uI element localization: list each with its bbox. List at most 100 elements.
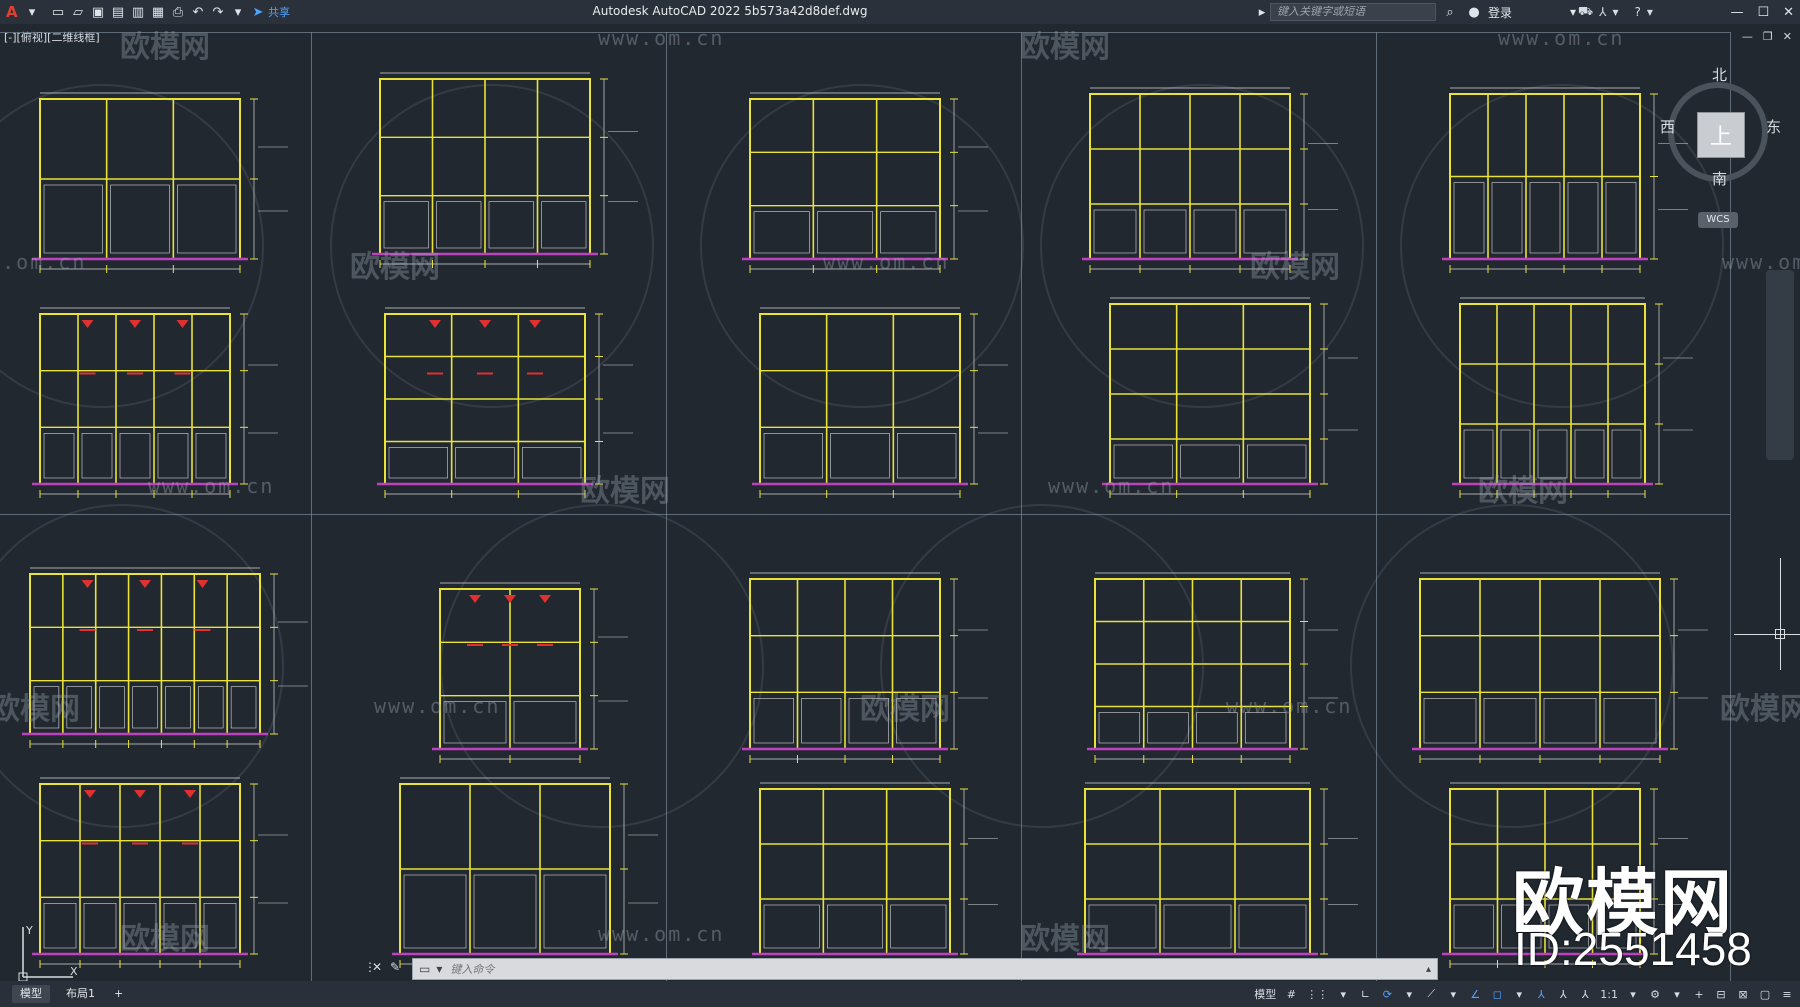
help-dropdown-icon[interactable]: ▾ <box>1646 5 1653 19</box>
command-close-icon[interactable]: ✕ <box>372 960 383 974</box>
watermark-circle <box>1400 84 1724 408</box>
quick-properties-icon[interactable]: ⊠ <box>1738 987 1748 1001</box>
watermark-brand: 欧模网 <box>1478 474 1568 509</box>
elevation-drawing <box>20 560 310 750</box>
watermark-brand: 欧模网 <box>1020 30 1110 65</box>
elevation-drawing <box>430 575 630 765</box>
isodraft-icon[interactable]: ⟋ <box>1427 987 1436 1000</box>
command-customize-icon[interactable]: ✎ <box>390 960 401 974</box>
auto-scale-icon[interactable]: ⅄ <box>1559 987 1567 1001</box>
drawing-restore-icon[interactable]: ❐ <box>1762 30 1773 43</box>
navigation-bar[interactable] <box>1766 270 1794 460</box>
print-icon[interactable]: ⎙ <box>172 4 184 20</box>
menu-chevron-icon[interactable]: ▾ <box>28 4 36 20</box>
elevation-drawing <box>740 565 990 765</box>
scale-dropdown-icon[interactable]: ▾ <box>1630 987 1636 1001</box>
user-icon[interactable]: ● <box>1468 4 1480 20</box>
command-grip-icon[interactable]: ⋮ <box>364 960 376 974</box>
watermark-brand: 欧模网 <box>1250 250 1340 285</box>
view-control-label[interactable]: [-][俯视][二维线框] <box>4 31 100 44</box>
command-input[interactable] <box>442 959 1426 979</box>
search-input[interactable]: 键入关键字或短语 <box>1270 3 1436 21</box>
watermark-circle <box>880 504 1204 828</box>
redo-icon[interactable]: ↷ <box>212 4 224 20</box>
elevation-drawing <box>370 65 640 270</box>
open-folder-icon[interactable]: ▱ <box>73 4 83 20</box>
login-label[interactable]: 登录 <box>1488 5 1513 20</box>
compass-north[interactable]: 北 <box>1712 66 1728 84</box>
elevation-drawing <box>1440 775 1690 970</box>
watermark-url: www.om.cn <box>823 250 950 274</box>
polar-dropdown-icon[interactable]: ▾ <box>1406 987 1413 1001</box>
command-history-icon[interactable]: ▭ <box>419 962 431 976</box>
ucs-icon[interactable]: Y X <box>18 922 78 981</box>
cart-icon[interactable]: ⛟ <box>1578 4 1594 18</box>
search-arrow-icon[interactable]: ▸ <box>1258 4 1266 20</box>
share-label[interactable]: 共享 <box>268 6 290 19</box>
annotation-visibility-icon[interactable]: ⅄ <box>1537 987 1545 1001</box>
annotation-scale-value[interactable]: 1:1 <box>1600 987 1618 1001</box>
command-history-dropdown-icon[interactable]: ▾ <box>436 962 443 976</box>
autodesk-a360-icon[interactable]: ⅄ <box>1599 5 1607 19</box>
snap-icon[interactable]: ⋮⋮ <box>1306 987 1329 1001</box>
maximize-icon[interactable]: ☐ <box>1757 4 1770 20</box>
elevation-drawing <box>750 300 1010 500</box>
workspace-dropdown-icon[interactable]: ▾ <box>1674 987 1680 1001</box>
grid-icon[interactable]: # <box>1286 987 1296 1001</box>
undo-icon[interactable]: ↶ <box>192 4 204 20</box>
drawing-viewport[interactable]: [-][俯视][二维线框] — ❐ ✕ 欧模网 www.om.cn 欧模网 ww… <box>0 24 1800 981</box>
object-snap-dropdown-icon[interactable]: ▾ <box>1516 987 1523 1001</box>
command-expand-icon[interactable]: ▴ <box>1425 963 1431 975</box>
workspace-gear-icon[interactable]: ⚙ <box>1650 987 1660 1001</box>
isodraft-dropdown-icon[interactable]: ▾ <box>1450 987 1457 1001</box>
drawing-close-icon[interactable]: ✕ <box>1782 30 1792 43</box>
search-icon[interactable]: ⌕ <box>1446 4 1454 20</box>
dropdown-chevron-icon[interactable]: ▾ <box>234 4 242 20</box>
wcs-menu-button[interactable]: WCS <box>1698 212 1738 228</box>
object-snap-icon[interactable]: ◻ <box>1492 987 1502 1001</box>
sheet-border-line <box>1376 32 1377 981</box>
units-icon[interactable]: ⊟ <box>1716 987 1726 1001</box>
sheet-border-line <box>0 32 1730 33</box>
elevation-drawing <box>30 85 290 275</box>
sheet-border-line <box>1730 32 1731 981</box>
object-snap-tracking-icon[interactable]: ∠ <box>1470 987 1481 1001</box>
login-dropdown-icon[interactable]: ▾ <box>1570 5 1577 19</box>
clean-screen-icon[interactable]: ▢ <box>1759 987 1771 1001</box>
viewcube-top-face[interactable]: 上 <box>1697 112 1745 158</box>
publish-icon[interactable]: ▦ <box>151 4 165 20</box>
watermark-url: www.om.cn <box>1226 694 1353 718</box>
minimize-icon[interactable]: — <box>1730 4 1744 20</box>
brand-logo-watermark: 欧模网 <box>1512 861 1735 945</box>
model-space-toggle[interactable]: 模型 <box>1254 988 1277 1001</box>
help-icon[interactable]: ? <box>1634 5 1641 19</box>
customize-menu-icon[interactable]: ≡ <box>1782 987 1792 1001</box>
watermark-brand: 欧模网 <box>0 692 80 727</box>
a360-dropdown-icon[interactable]: ▾ <box>1612 5 1619 19</box>
tab-layout1[interactable]: 布局1 <box>66 987 95 1000</box>
plot-preview-icon[interactable]: ▥ <box>131 4 145 20</box>
annotation-scale-icon[interactable]: ⅄ <box>1581 987 1589 1001</box>
compass-west[interactable]: 西 <box>1660 118 1676 136</box>
add-layout-button[interactable]: + <box>114 987 124 1000</box>
close-icon[interactable]: ✕ <box>1783 4 1794 20</box>
share-icon[interactable]: ➤ <box>252 4 264 20</box>
polar-tracking-icon[interactable]: ⟳ <box>1382 987 1392 1001</box>
viewcube-compass-ring[interactable] <box>1668 82 1768 182</box>
elevation-drawing <box>390 770 660 970</box>
save-as-icon[interactable]: ▤ <box>111 4 125 20</box>
viewcube[interactable]: 上 北 南 西 东 WCS <box>1660 64 1782 228</box>
ortho-icon[interactable]: ∟ <box>1360 987 1370 1001</box>
tab-model[interactable]: 模型 <box>12 985 50 1003</box>
autocad-logo-icon[interactable]: A <box>6 3 18 21</box>
watermark-circle <box>700 84 1024 408</box>
compass-south[interactable]: 南 <box>1712 170 1728 188</box>
new-file-icon[interactable]: ▭ <box>51 4 65 20</box>
drawing-minimize-icon[interactable]: — <box>1741 30 1753 43</box>
crosshair-pickbox <box>1775 629 1785 639</box>
save-icon[interactable]: ▣ <box>91 4 105 20</box>
add-icon[interactable]: + <box>1694 987 1704 1001</box>
command-line[interactable]: ▭ ▾ ▴ <box>412 958 1438 980</box>
compass-east[interactable]: 东 <box>1766 118 1782 136</box>
snap-dropdown-icon[interactable]: ▾ <box>1340 987 1347 1001</box>
